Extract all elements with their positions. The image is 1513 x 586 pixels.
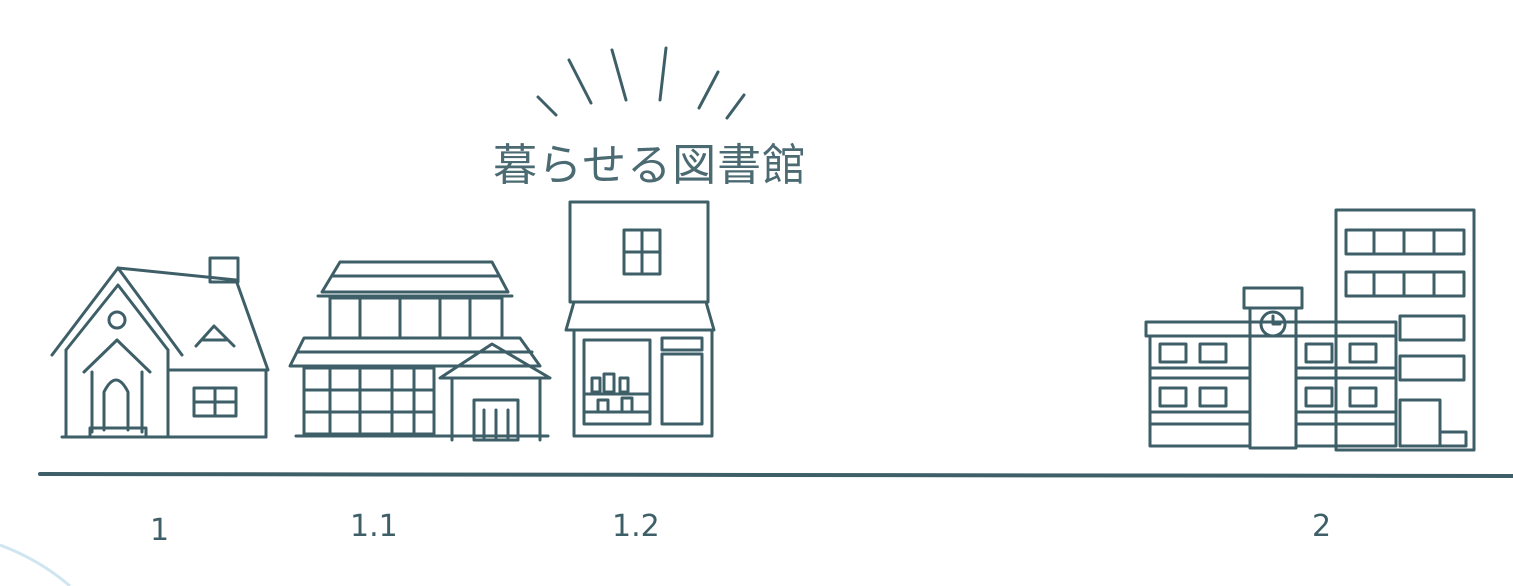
timeline-axis	[38, 472, 1513, 478]
corner-accent	[0, 543, 71, 586]
school-complex-icon	[1144, 208, 1476, 452]
stage-label-1: 1	[150, 513, 169, 548]
headline: 暮らせる図書館	[493, 140, 807, 191]
spark-rays-icon	[536, 46, 746, 120]
stage-label-2: 2	[1312, 509, 1331, 544]
stage-label-1-1: 1.1	[350, 509, 398, 544]
japanese-house-icon	[288, 260, 552, 442]
house-icon	[50, 256, 270, 439]
library-shop-icon	[564, 200, 716, 438]
stage-label-1-2: 1.2	[612, 509, 660, 544]
